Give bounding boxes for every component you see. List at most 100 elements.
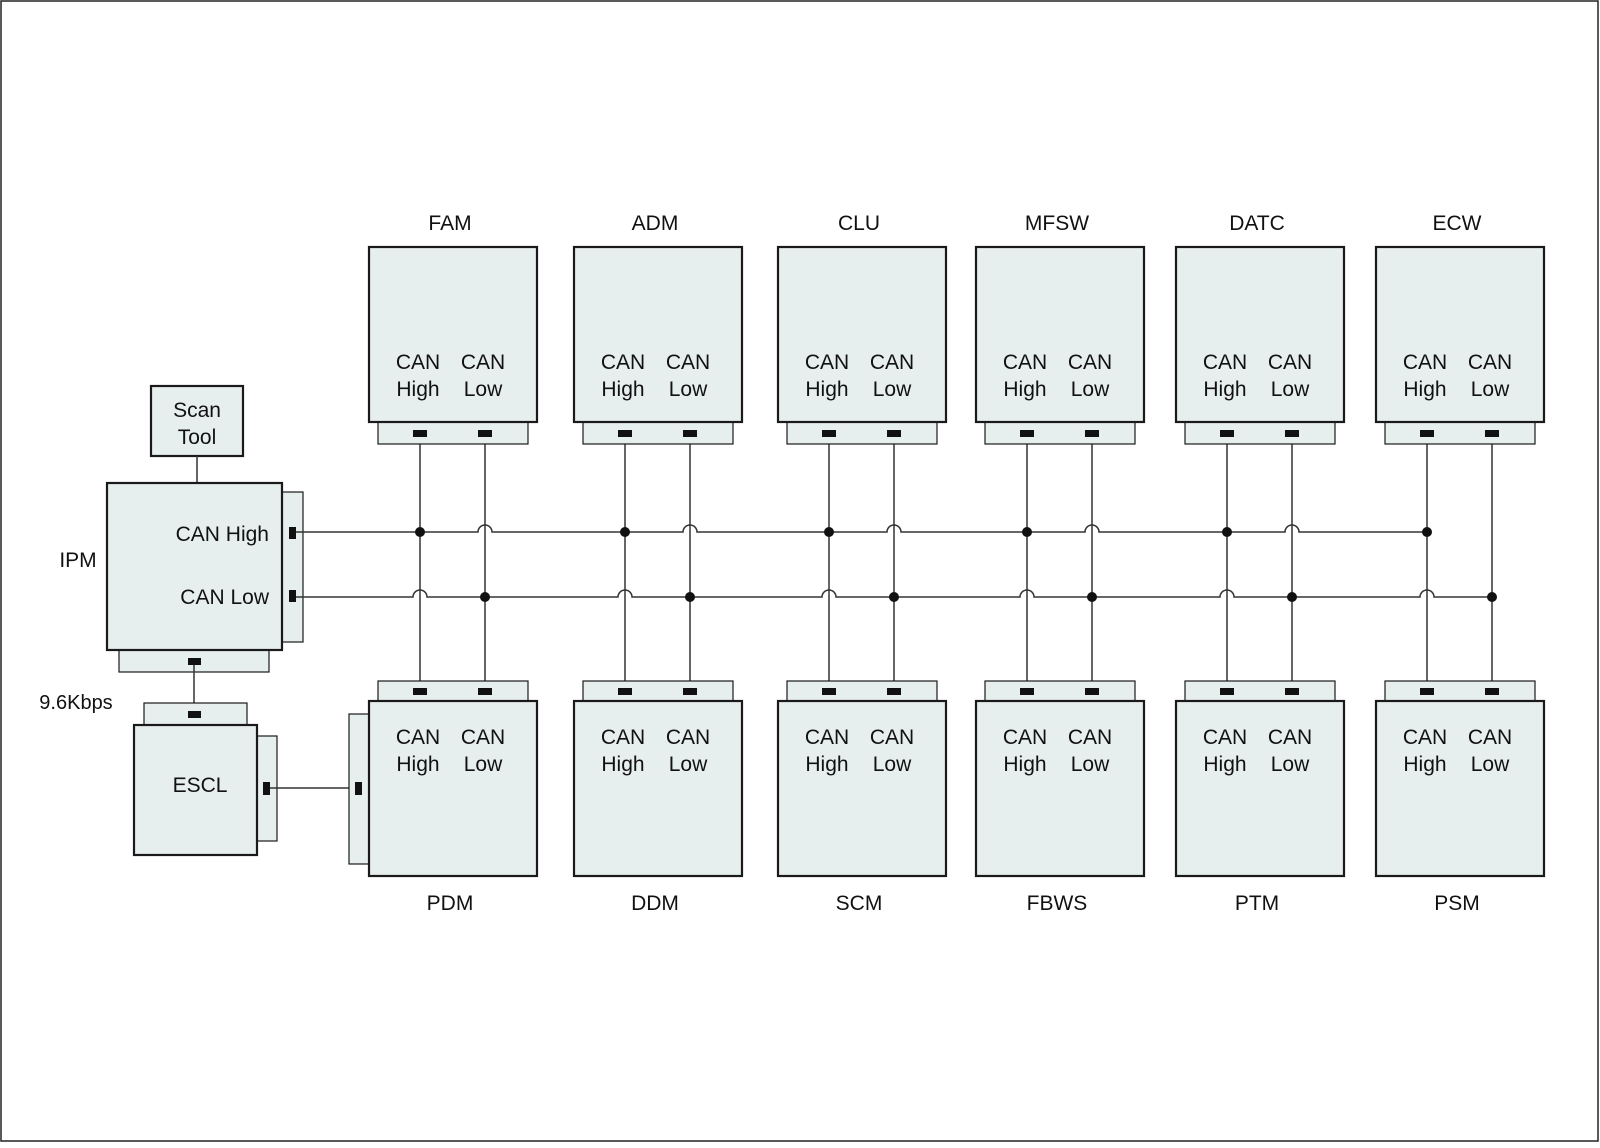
- can-low-label-line1: CAN: [1068, 726, 1112, 749]
- can-high-label-line2: High: [601, 378, 644, 401]
- can-low-junction: [1487, 592, 1497, 602]
- can-high-junction: [1222, 527, 1232, 537]
- module-box: [1374, 245, 1546, 424]
- ipm-can-high-label: CAN High: [176, 523, 269, 546]
- module-box: [1174, 245, 1346, 424]
- can-high-junction: [1422, 527, 1432, 537]
- can-high-label-line2: High: [1003, 378, 1046, 401]
- can-low-label-line2: Low: [1271, 378, 1310, 401]
- can-low-label-line1: CAN: [1268, 351, 1312, 374]
- can-high-label-line2: High: [601, 753, 644, 776]
- module-name-label: FBWS: [1027, 892, 1088, 915]
- can-high-label-line1: CAN: [1003, 351, 1047, 374]
- can-low-bus: [296, 589, 1492, 598]
- baud-rate-label: 9.6Kbps: [39, 692, 112, 714]
- module-box: [367, 699, 539, 878]
- module-name-label: ADM: [632, 212, 679, 235]
- can-low-pin: [1085, 430, 1099, 437]
- can-low-label-line2: Low: [669, 378, 708, 401]
- escl-label: ESCL: [173, 774, 228, 797]
- can-high-pin: [1220, 430, 1234, 437]
- ipm-connector-side: [281, 491, 304, 643]
- can-low-pin: [683, 430, 697, 437]
- module-connector: [377, 421, 529, 445]
- can-high-pin: [822, 688, 836, 695]
- can-low-pin: [1085, 688, 1099, 695]
- ipm-can-low-pin: [289, 590, 296, 602]
- ipm-box: [105, 481, 284, 652]
- can-low-label-line1: CAN: [666, 726, 710, 749]
- can-low-label-line2: Low: [464, 753, 503, 776]
- can-high-label-line2: High: [396, 753, 439, 776]
- can-high-label-line1: CAN: [1203, 351, 1247, 374]
- can-high-pin: [413, 430, 427, 437]
- can-low-label-line1: CAN: [666, 351, 710, 374]
- can-low-label-line1: CAN: [461, 726, 505, 749]
- can-high-pin: [1020, 430, 1034, 437]
- can-low-label-line2: Low: [873, 378, 912, 401]
- module-box: [1174, 699, 1346, 878]
- can-high-label-line2: High: [1403, 378, 1446, 401]
- can-low-junction: [1287, 592, 1297, 602]
- module-box: [974, 699, 1146, 878]
- can-low-label-line1: CAN: [1468, 726, 1512, 749]
- can-high-label-line1: CAN: [396, 351, 440, 374]
- can-low-pin: [478, 688, 492, 695]
- module-ecw: CAN High CAN Low ECW: [1374, 212, 1546, 445]
- module-box: [974, 245, 1146, 424]
- can-high-pin: [1020, 688, 1034, 695]
- can-high-label-line1: CAN: [1203, 726, 1247, 749]
- module-connector: [984, 421, 1136, 445]
- can-low-label-line2: Low: [1471, 378, 1510, 401]
- can-low-pin: [478, 430, 492, 437]
- can-high-label-line2: High: [1203, 753, 1246, 776]
- can-low-label-line1: CAN: [1068, 351, 1112, 374]
- can-low-label-line1: CAN: [870, 726, 914, 749]
- module-box: [572, 699, 744, 878]
- can-high-label-line1: CAN: [1403, 726, 1447, 749]
- ipm-label: IPM: [59, 549, 96, 572]
- can-low-pin: [683, 688, 697, 695]
- module-connector: [1184, 680, 1336, 704]
- can-high-junction: [824, 527, 834, 537]
- can-high-pin: [1220, 688, 1234, 695]
- module-name-label: ECW: [1433, 212, 1482, 235]
- module-box: [776, 245, 948, 424]
- can-high-label-line1: CAN: [1003, 726, 1047, 749]
- can-low-label-line1: CAN: [1468, 351, 1512, 374]
- can-low-label-line2: Low: [464, 378, 503, 401]
- module-connector: [984, 680, 1136, 704]
- ipm-can-low-label: CAN Low: [180, 586, 270, 609]
- can-low-label-line1: CAN: [1268, 726, 1312, 749]
- can-low-label-line2: Low: [669, 753, 708, 776]
- can-high-bus: [296, 524, 1427, 533]
- can-high-junction: [620, 527, 630, 537]
- can-low-pin: [1285, 430, 1299, 437]
- can-high-pin: [1420, 430, 1434, 437]
- pdm-side-pin: [355, 782, 362, 795]
- can-high-label-line1: CAN: [1403, 351, 1447, 374]
- module-boxes: CANHighCANLowFAMCANHighCANLowADMCANHighC…: [348, 212, 1546, 915]
- can-low-label-line2: Low: [1071, 753, 1110, 776]
- escl-module: ESCL: [132, 702, 356, 857]
- module-connector: [1384, 421, 1536, 445]
- module-box: [367, 245, 539, 424]
- can-high-label-line2: High: [1403, 753, 1446, 776]
- can-low-junction: [1087, 592, 1097, 602]
- module-name-label: DATC: [1229, 212, 1285, 235]
- scan-tool-label-line1: Scan: [173, 399, 221, 422]
- module-name-label: PTM: [1235, 892, 1279, 915]
- can-bus-wires: [296, 434, 1493, 692]
- can-low-junction: [480, 592, 490, 602]
- can-low-junction: [685, 592, 695, 602]
- escl-top-pin: [188, 711, 201, 718]
- module-connector: [786, 421, 938, 445]
